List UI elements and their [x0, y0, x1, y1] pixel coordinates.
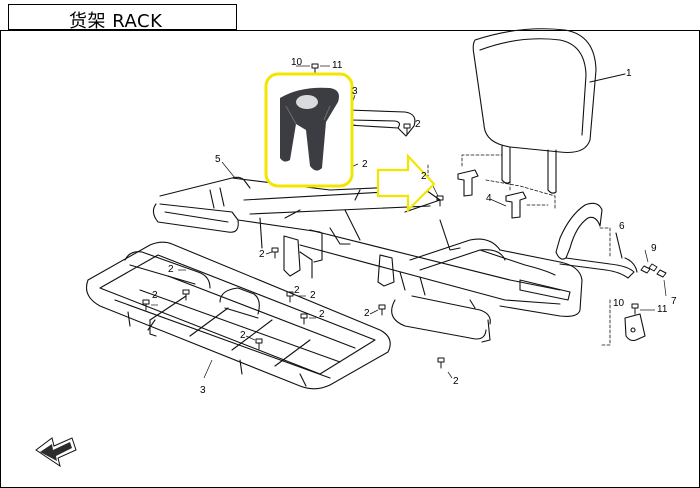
- bolts: [142, 63, 667, 369]
- callout-11b: 11: [657, 304, 668, 315]
- callout-10b: 10: [613, 298, 625, 309]
- callout-10a: 10: [291, 57, 303, 68]
- side-handle-part: [555, 202, 638, 279]
- callout-2b: 2: [421, 171, 427, 182]
- callout-2i: 2: [240, 330, 246, 341]
- bushing-parts: [457, 169, 527, 219]
- callout-11a: 11: [332, 60, 343, 71]
- callout-2g: 2: [319, 309, 325, 320]
- callout-2k: 2: [415, 119, 421, 130]
- callout-2e: 2: [310, 290, 316, 301]
- callout-1: 1: [626, 68, 632, 79]
- callout-2l: 2: [294, 285, 300, 296]
- inset-bracket-icon: [280, 87, 339, 171]
- direction-arrow-icon: [376, 153, 436, 213]
- callout-3b: 3: [200, 385, 206, 396]
- callout-6: 6: [619, 221, 625, 232]
- callout-3a: 3: [352, 86, 358, 97]
- title-box: 货架 RACK: [8, 4, 237, 32]
- callout-7: 7: [671, 296, 677, 307]
- mount-bracket-right: [624, 313, 646, 342]
- callout-2f: 2: [152, 290, 158, 301]
- front-rack-part: [85, 241, 391, 390]
- highlight-inset: [264, 72, 354, 188]
- callout-5: 5: [215, 154, 221, 165]
- callout-9: 9: [651, 243, 657, 254]
- fwd-arrow-icon: [35, 437, 77, 468]
- backrest-part: [472, 28, 597, 194]
- page-title: 货架 RACK: [69, 11, 163, 32]
- rear-rack-part: [347, 109, 416, 137]
- callout-2a: 2: [362, 159, 368, 170]
- callout-2h: 2: [364, 308, 370, 319]
- callout-2d: 2: [168, 264, 174, 275]
- callout-2j: 2: [453, 376, 459, 387]
- callout-4: 4: [486, 193, 492, 204]
- callout-2c: 2: [259, 249, 265, 260]
- main-frame-part: [152, 176, 583, 343]
